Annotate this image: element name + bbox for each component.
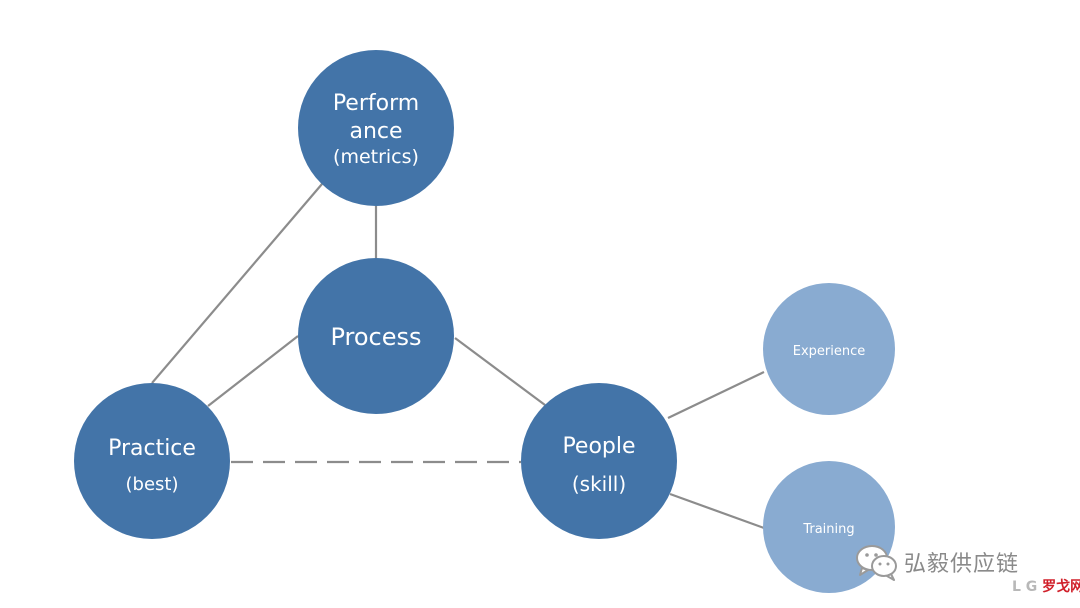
node-training-label: Training xyxy=(802,522,854,537)
node-performance: Perform ance (metrics) xyxy=(298,50,454,206)
connector-performance-practice xyxy=(151,183,323,384)
node-experience-circle xyxy=(763,283,895,415)
node-process: Process xyxy=(298,258,454,414)
watermark-account-name: 弘毅供应链 xyxy=(904,552,1020,577)
connector-people-experience xyxy=(667,371,765,419)
node-people: People (skill) xyxy=(521,383,677,539)
watermark-logo-cn: 罗戈网 xyxy=(1042,579,1080,595)
node-performance-label-line2: ance xyxy=(349,119,402,144)
wechat-icon xyxy=(856,545,897,581)
node-performance-circle xyxy=(298,50,454,206)
node-process-circle xyxy=(298,258,454,414)
connector-process-practice xyxy=(207,335,299,407)
watermark-logo: L G 罗戈网 xyxy=(1012,576,1080,596)
node-practice-label-line1: Practice xyxy=(108,436,196,461)
watermark: 弘毅供应链 L G 罗戈网 xyxy=(852,540,1080,602)
node-performance-label-line1: Perform xyxy=(333,91,419,116)
watermark-logo-letters: L G xyxy=(1012,579,1038,595)
node-people-circle xyxy=(521,383,677,539)
node-practice: Practice (best) xyxy=(74,383,230,539)
node-experience-label: Experience xyxy=(793,344,866,359)
connector-people-training xyxy=(669,492,765,530)
node-people-label-line1: People xyxy=(562,434,635,459)
node-practice-circle xyxy=(74,383,230,539)
node-practice-label-line2: (best) xyxy=(126,474,179,495)
node-process-label: Process xyxy=(330,323,421,351)
node-performance-label-line3: (metrics) xyxy=(333,146,419,168)
connectors xyxy=(151,183,765,530)
node-experience: Experience xyxy=(763,283,895,415)
node-people-label-line2: (skill) xyxy=(572,472,626,496)
connector-process-people xyxy=(454,337,546,406)
